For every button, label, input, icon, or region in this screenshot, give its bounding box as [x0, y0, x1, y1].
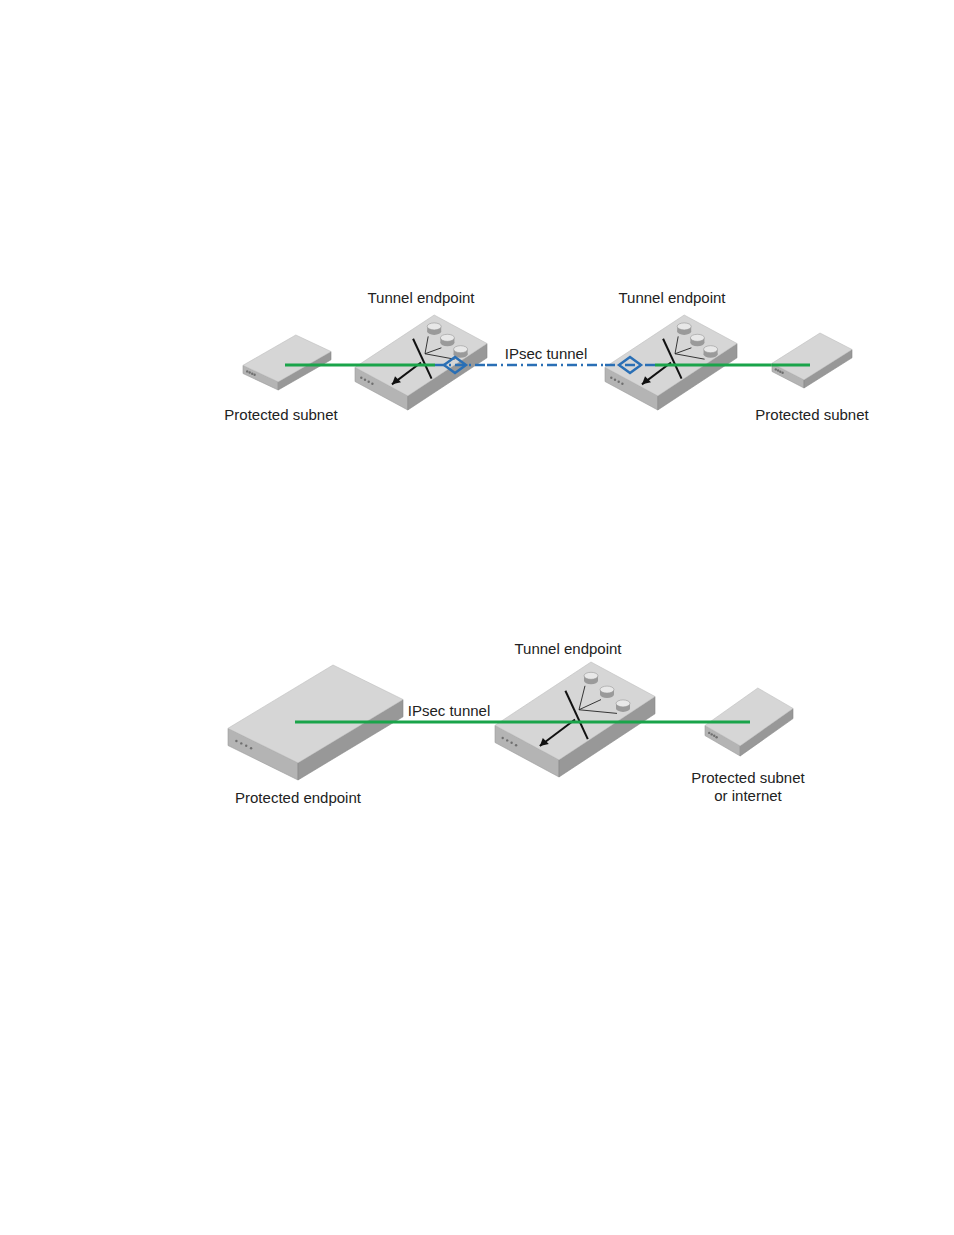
device-illustration: [605, 315, 737, 410]
port-dot: [510, 742, 512, 744]
device-label: Tunnel endpoint: [367, 289, 474, 307]
cylinder-top: [677, 323, 691, 330]
device-label: Protected subnet or internet: [683, 769, 813, 805]
green-link: [772, 364, 810, 367]
network-link: [737, 364, 772, 367]
port-dot: [371, 383, 373, 385]
device-top-face: [228, 665, 403, 763]
port-dot: [610, 377, 612, 379]
filter-slash: [413, 339, 431, 379]
port-dot: [240, 742, 242, 744]
network-device: Protected subnet: [772, 333, 852, 388]
tunnel-link: [605, 364, 655, 367]
cylinder-top: [454, 346, 468, 353]
port-dot: [368, 381, 370, 383]
device-label: Protected endpoint: [235, 789, 361, 807]
edge-label: IPsec tunnel: [502, 345, 591, 362]
network-link: [655, 721, 705, 724]
port-dot: [777, 369, 779, 371]
green-link: [355, 364, 435, 367]
port-dot: [235, 740, 237, 742]
flow-arrow: [675, 354, 705, 359]
flow-arrow: [425, 354, 455, 359]
device-top-face: [495, 662, 655, 760]
edge-label: IPsec tunnel: [405, 702, 494, 719]
port-dot: [245, 745, 247, 747]
device-illustration: [243, 335, 331, 390]
port-dot: [621, 383, 623, 385]
device-illustration: [228, 665, 403, 780]
device-top-face: [605, 315, 737, 396]
port-dot: [775, 368, 777, 370]
device-label: Tunnel endpoint: [618, 289, 725, 307]
flow-arrow: [579, 700, 601, 710]
port-dot: [253, 374, 255, 376]
network-link: [403, 721, 495, 724]
device-top-face: [355, 315, 487, 396]
network-device: Tunnel endpoint: [605, 315, 737, 410]
device-illustration: [772, 333, 852, 388]
drop-arrowhead: [392, 376, 401, 384]
green-link: [295, 721, 403, 724]
device-illustration: [355, 315, 487, 410]
cylinder-top: [440, 334, 454, 341]
device-label: Tunnel endpoint: [514, 640, 621, 658]
port-dot: [708, 732, 710, 734]
flow-arrow: [675, 348, 691, 354]
tunnel-diamond: [619, 357, 641, 373]
port-dot: [618, 381, 620, 383]
flow-arrow: [425, 348, 441, 354]
cylinder-top: [584, 672, 598, 679]
port-dot: [249, 371, 251, 373]
tunnel-diamond: [444, 357, 466, 373]
green-link: [285, 364, 331, 367]
cylinder-top: [704, 346, 718, 353]
port-dot: [506, 739, 508, 741]
port-dot: [781, 372, 783, 374]
cylinder-top: [616, 700, 630, 707]
device-label: Protected subnet: [224, 406, 337, 424]
cylinder-top: [427, 323, 441, 330]
flow-arrow: [579, 686, 585, 710]
network-device: Tunnel endpoint: [495, 662, 655, 777]
network-device: Protected endpoint: [228, 665, 403, 780]
filter-slash: [565, 691, 587, 739]
port-dot: [614, 379, 616, 381]
device-illustration: [705, 688, 793, 756]
port-dot: [502, 737, 504, 739]
network-device: Tunnel endpoint: [355, 315, 487, 410]
network-device: Protected subnet: [243, 335, 331, 390]
device-top-face: [705, 688, 793, 746]
port-dot: [711, 733, 713, 735]
port-dot: [515, 744, 517, 746]
device-top-face: [772, 333, 852, 380]
device-illustration: [495, 662, 655, 777]
device-top-face: [243, 335, 331, 382]
filter-slash: [663, 339, 681, 379]
drop-arrowhead: [540, 738, 549, 746]
network-device: Protected subnet or internet: [705, 688, 793, 756]
port-dot: [360, 377, 362, 379]
port-dot: [715, 736, 717, 738]
ipsec-tunnel-line: [487, 364, 605, 367]
port-dot: [779, 371, 781, 373]
port-dot: [713, 735, 715, 737]
flow-arrow: [579, 710, 617, 714]
green-link: [495, 721, 655, 724]
port-dot: [364, 379, 366, 381]
device-label: Protected subnet: [755, 406, 868, 424]
green-link: [705, 721, 750, 724]
cylinder-top: [690, 334, 704, 341]
flow-arrow: [425, 336, 428, 353]
port-dot: [246, 370, 248, 372]
drop-arrowhead: [642, 376, 651, 384]
network-link: [331, 364, 355, 367]
green-link: [655, 364, 737, 367]
cylinder-top: [600, 686, 614, 693]
flow-arrow: [675, 336, 678, 353]
port-dot: [250, 747, 252, 749]
port-dot: [251, 373, 253, 375]
